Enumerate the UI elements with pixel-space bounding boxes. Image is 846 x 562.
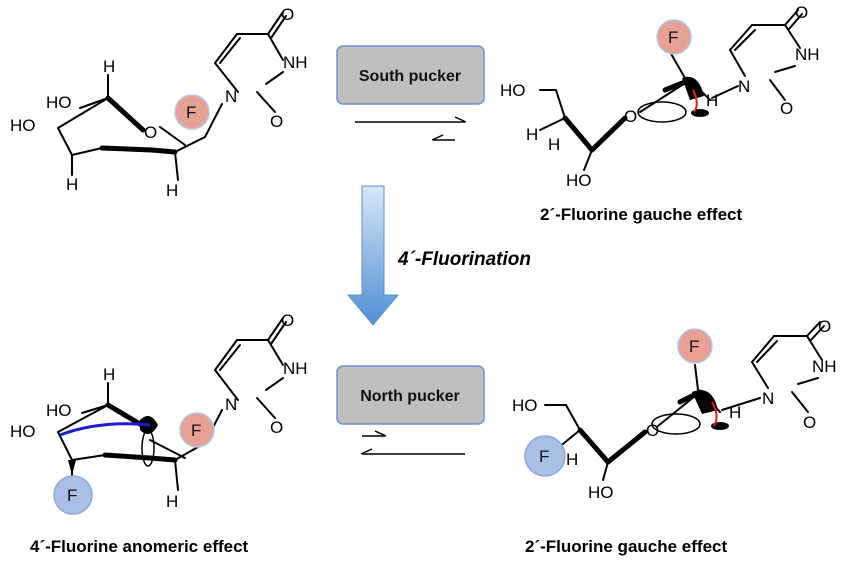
equilibrium-arrows-bottom bbox=[360, 430, 465, 455]
fluorine-4-highlight-bottom-right bbox=[524, 435, 566, 477]
ring-oxygen-label: O bbox=[624, 107, 637, 126]
hydrogen-label: H bbox=[66, 175, 78, 194]
hydrogen-label: H bbox=[566, 450, 578, 469]
effect-label-bottom-left: 4´-Fluorine anomeric effect bbox=[30, 537, 249, 556]
carbonyl-oxygen-label: O bbox=[270, 418, 283, 437]
north-pucker-label: North pucker bbox=[360, 388, 460, 405]
molecule-top-left bbox=[57, 11, 287, 181]
carbonyl-oxygen-label: O bbox=[803, 413, 816, 432]
nh-label: NH bbox=[812, 357, 837, 376]
carbonyl-oxygen-label: O bbox=[818, 317, 831, 336]
nitrogen-label: N bbox=[738, 77, 750, 96]
fluorine-2-highlight-bottom-right bbox=[677, 328, 713, 364]
nitrogen-label: N bbox=[762, 389, 774, 408]
atom-labels-bottom-right: HO H HO O F F H N NH O O bbox=[512, 317, 837, 502]
hydroxyl-label: HO bbox=[512, 396, 538, 415]
effect-label-bottom-right: 2´-Fluorine gauche effect bbox=[525, 537, 727, 556]
hydrogen-label: H bbox=[103, 57, 115, 76]
fluorine-label: F bbox=[186, 103, 196, 122]
fluorine-2-highlight-bottom-left bbox=[179, 412, 215, 448]
fluorine-label: F bbox=[191, 421, 201, 440]
fluorine-4-highlight-bottom-left bbox=[53, 475, 93, 515]
fluorine-label: F bbox=[689, 337, 699, 356]
hydrogen-label: H bbox=[526, 125, 538, 144]
fluorine-label: F bbox=[668, 28, 678, 47]
hydrogen-label: H bbox=[548, 135, 560, 154]
nitrogen-label: N bbox=[225, 87, 237, 106]
carbonyl-oxygen-label: O bbox=[281, 5, 294, 24]
nitrogen-label: N bbox=[225, 395, 237, 414]
hydrogen-label: H bbox=[103, 365, 115, 384]
fluorine-label: F bbox=[539, 447, 549, 466]
south-pucker-box bbox=[336, 45, 485, 105]
nh-label: NH bbox=[283, 53, 308, 72]
carbonyl-oxygen-label: O bbox=[795, 3, 808, 22]
hydroxyl-label: HO bbox=[588, 483, 614, 502]
nh-label: NH bbox=[283, 359, 308, 378]
north-pucker-box bbox=[336, 365, 485, 425]
hydrogen-label: H bbox=[166, 181, 178, 200]
fluorination-arrow bbox=[346, 185, 400, 326]
molecule-bottom-left bbox=[57, 317, 287, 491]
nh-label: NH bbox=[795, 45, 820, 64]
hydroxyl-label: HO bbox=[10, 116, 36, 135]
molecule-top-right bbox=[539, 9, 803, 171]
fluorine-label: F bbox=[67, 486, 77, 505]
atom-labels-top-right: HO H H HO O F H N NH O O bbox=[500, 3, 820, 190]
fluorine-2-highlight-top-right bbox=[656, 19, 692, 55]
hydrogen-label: H bbox=[729, 403, 741, 422]
effect-label-top-right: 2´-Fluorine gauche effect bbox=[540, 205, 742, 224]
hydrogen-label: H bbox=[166, 492, 178, 511]
fluorine-2-highlight-top-left bbox=[174, 94, 210, 130]
carbonyl-oxygen-label: O bbox=[780, 99, 793, 118]
fluorination-label: 4´-Fluorination bbox=[397, 249, 531, 270]
hydroxyl-label: HO bbox=[10, 422, 36, 441]
equilibrium-arrows-top bbox=[355, 116, 467, 141]
molecule-bottom-right bbox=[544, 321, 825, 481]
atom-labels-bottom-left: HO HO H H F F N NH O O bbox=[10, 311, 308, 511]
atom-labels-top-left: HO HO H H H O F N NH O O bbox=[10, 5, 308, 200]
south-pucker-label: South pucker bbox=[359, 68, 461, 85]
carbonyl-oxygen-label: O bbox=[270, 112, 283, 131]
hydroxyl-label: HO bbox=[46, 401, 72, 420]
ring-oxygen-label: O bbox=[144, 123, 157, 142]
hydroxyl-label: HO bbox=[566, 171, 592, 190]
hydroxyl-label: HO bbox=[46, 93, 72, 112]
ring-oxygen-label: O bbox=[646, 421, 659, 440]
carbonyl-oxygen-label: O bbox=[281, 311, 294, 330]
hydrogen-label: H bbox=[706, 91, 718, 110]
hydroxyl-label: HO bbox=[500, 81, 526, 100]
